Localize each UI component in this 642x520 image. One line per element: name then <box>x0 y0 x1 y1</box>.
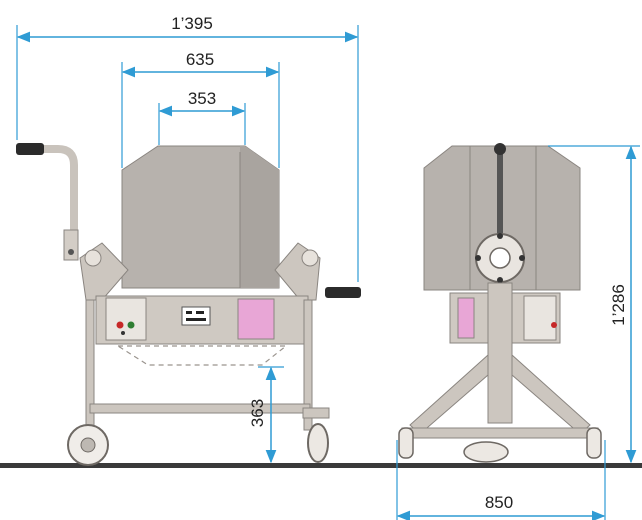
pink-panel <box>237 298 275 340</box>
handle <box>16 143 79 261</box>
dimension-clearance-height: 363 <box>248 366 284 464</box>
front-view <box>16 143 361 466</box>
base-width-label: 850 <box>485 493 513 512</box>
side-view <box>398 143 602 463</box>
ground-line <box>0 463 642 468</box>
dimension-drum-top-width: 353 <box>158 89 246 145</box>
overall-height-label: 1’286 <box>609 284 628 326</box>
front-wheel <box>67 424 109 466</box>
caster-wheel <box>302 407 330 463</box>
control-box <box>105 297 147 341</box>
drum-width-label: 635 <box>186 50 214 69</box>
drum <box>121 145 280 289</box>
column <box>487 282 513 424</box>
side-wheel-left <box>398 427 414 459</box>
side-pink-panel <box>457 297 475 339</box>
side-wheel-right <box>586 427 602 459</box>
dimension-overall-width: 1’395 <box>16 14 359 282</box>
drum-top-width-label: 353 <box>188 89 216 108</box>
overall-width-label: 1’395 <box>171 14 213 33</box>
dimension-base-width: 850 <box>396 440 606 520</box>
label-plate <box>181 306 211 326</box>
shaft <box>497 148 503 258</box>
side-wheel-center <box>463 441 509 463</box>
side-control-box <box>523 295 557 341</box>
hub <box>475 233 525 283</box>
right-handle-grip <box>325 287 361 298</box>
dimension-drum-width: 635 <box>121 50 280 168</box>
clearance-height-label: 363 <box>248 399 267 427</box>
dimension-overall-height: 1’286 <box>548 145 640 464</box>
